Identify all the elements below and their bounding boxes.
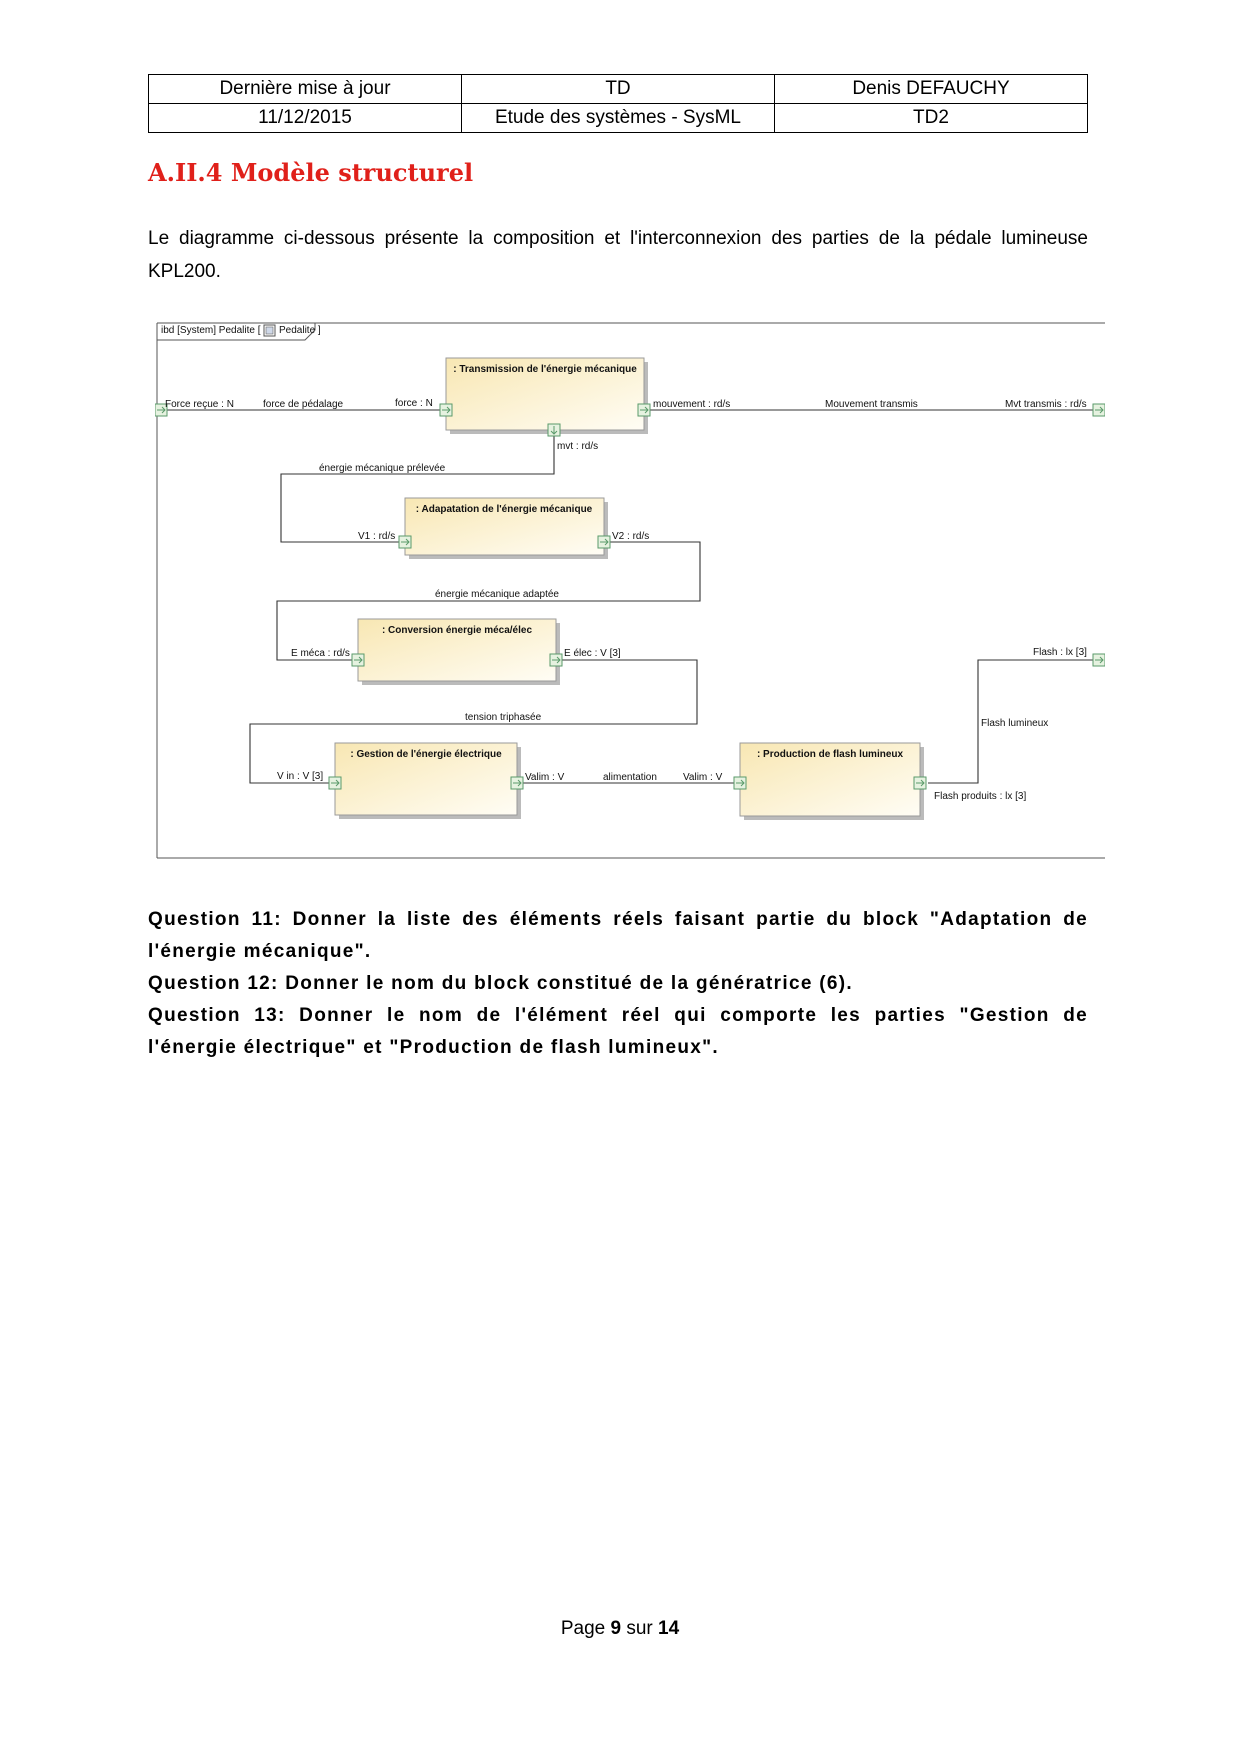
question-11: Question 11: Donner la liste des élément… [148,909,1088,962]
connector-energie-adaptee [276,541,701,661]
label-tension-triphasee: tension triphasée [465,712,542,723]
port-icon [547,423,561,437]
label-e-elec: E élec : V [3] [564,648,621,659]
port-icon [597,535,611,549]
port-icon [1092,653,1105,667]
connector-energie-prelevee [280,434,555,543]
port-icon [439,403,453,417]
connector-flash-lumineux [928,659,1099,784]
header-row: 11/12/2015 Etude des systèmes - SysML TD… [148,103,1088,133]
header-cell-course: Etude des systèmes - SysML [461,103,775,133]
connector-tension-triphasee [249,659,698,784]
label-mvt: mvt : rd/s [557,441,598,452]
question-13: Question 13: Donner le nom de l'élément … [148,1005,1088,1058]
footer-sur: sur [626,1618,653,1639]
block-title-conversion: : Conversion énergie méca/élec [382,625,533,636]
question-12: Question 12: Donner le nom du block cons… [148,973,853,994]
frame-label-a: ibd [System] Pedalite [ [161,325,261,336]
label-force-recue: Force reçue : N [165,399,234,410]
header-cell-td-number: TD2 [774,103,1088,133]
label-mvt-transmis: Mvt transmis : rd/s [1005,399,1087,410]
label-v1: V1 : rd/s [358,531,395,542]
footer-page-number: 9 [610,1618,622,1639]
label-flash: Flash : lx [3] [1033,647,1087,658]
port-icon [510,776,524,790]
port-icon [637,403,651,417]
block-transmission: : Transmission de l'énergie mécanique [445,357,648,434]
footer-page-total: 14 [658,1618,680,1639]
block-gestion: : Gestion de l'énergie électrique [334,742,521,819]
port-icon [398,535,412,549]
connector-labels: Force reçue : N force de pédalage force … [165,398,1087,802]
label-v2: V2 : rd/s [612,531,649,542]
section-title: A.II.4 Modèle structurel [148,158,474,187]
label-energie-adaptee: énergie mécanique adaptée [435,589,559,600]
header-row: Dernière mise à jour TD Denis DEFAUCHY [148,74,1088,104]
header-cell-last-update-label: Dernière mise à jour [148,74,462,104]
page-footer: Page 9 sur 14 [0,1618,1240,1640]
frame-label-b: Pedalite ] [279,325,321,336]
header-cell-author: Denis DEFAUCHY [774,74,1088,104]
port-icon [1092,403,1105,417]
label-force: force : N [395,398,433,409]
frame-block-icon [263,324,276,337]
port-icon [351,653,365,667]
label-valim-in: Valim : V [683,772,723,783]
ibd-diagram-svg: ibd [System] Pedalite [ Pedalite ] : Tra… [155,322,1105,859]
label-energie-prelevee: énergie mécanique prélevée [319,463,446,474]
block-adaptation: : Adapatation de l'énergie mécanique [404,497,608,559]
footer-page-word: Page [560,1618,606,1639]
ports [155,403,1105,790]
port-icon [328,776,342,790]
connectors [161,409,1099,784]
ibd-diagram: ibd [System] Pedalite [ Pedalite ] : Tra… [155,318,1105,863]
label-force-pedalage: force de pédalage [263,399,344,410]
label-e-meca: E méca : rd/s [291,648,350,659]
block-production: : Production de flash lumineux [739,742,924,820]
block-title-transmission: : Transmission de l'énergie mécanique [453,364,637,375]
port-icon [913,776,927,790]
header-cell-type: TD [461,74,775,104]
questions: Question 11: Donner la liste des élément… [148,904,1088,1064]
label-mouvement-transmis: Mouvement transmis [825,399,918,410]
port-icon [155,403,168,417]
port-icon [549,653,563,667]
label-mouvement: mouvement : rd/s [653,399,730,410]
header-table: Dernière mise à jour TD Denis DEFAUCHY 1… [148,74,1088,133]
label-flash-produits: Flash produits : lx [3] [934,791,1026,802]
block-title-adaptation: : Adapatation de l'énergie mécanique [416,504,593,515]
label-valim-out: Valim : V [525,772,565,783]
header-cell-date: 11/12/2015 [148,103,462,133]
port-icon [733,776,747,790]
block-title-gestion: : Gestion de l'énergie électrique [350,749,502,760]
block-title-production: : Production de flash lumineux [757,749,904,760]
label-flash-lumineux: Flash lumineux [981,718,1048,729]
label-alimentation: alimentation [603,772,657,783]
label-v-in: V in : V [3] [277,771,323,782]
intro-paragraph: Le diagramme ci-dessous présente la comp… [148,228,1088,282]
block-conversion: : Conversion énergie méca/élec [357,618,560,685]
